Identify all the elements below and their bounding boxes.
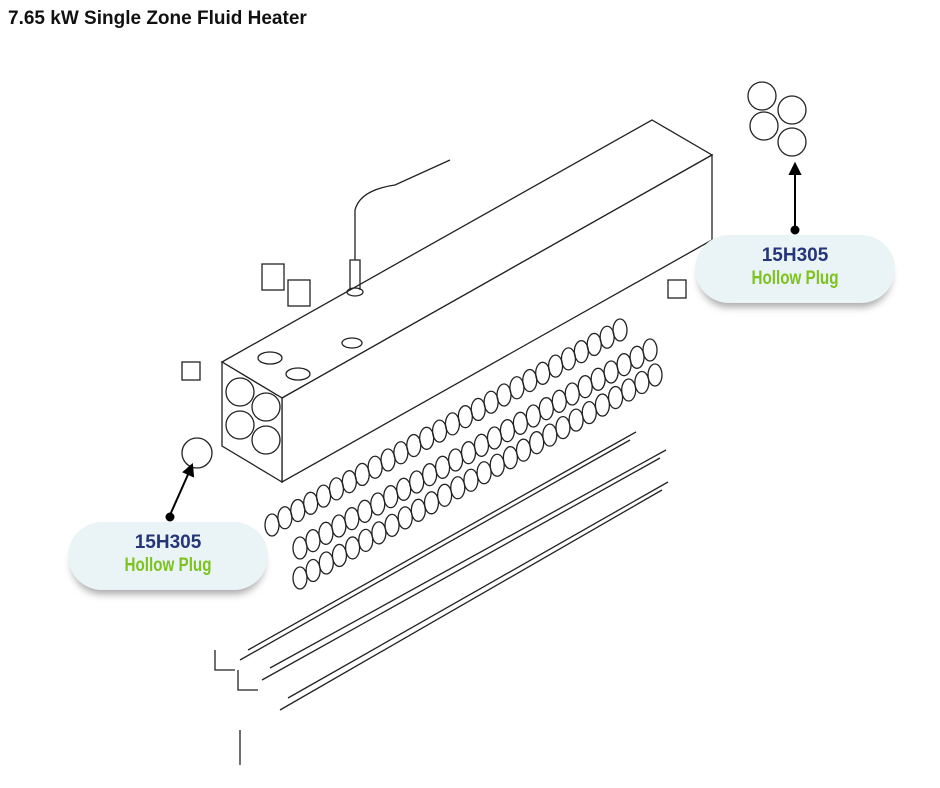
coil-loop	[473, 433, 490, 457]
coil-loop	[642, 338, 658, 362]
coil-loop	[590, 367, 606, 391]
coil-loop	[344, 507, 360, 531]
callout-hollow-plug-left: 15H305 Hollow Plug	[68, 522, 268, 590]
coil-loop	[384, 513, 400, 538]
coil-loop	[318, 551, 334, 575]
coil-loop	[331, 514, 347, 538]
coil-loop	[607, 385, 624, 410]
coil-loop	[421, 463, 438, 487]
coil-loop	[538, 397, 554, 421]
coil-loop	[431, 419, 448, 443]
coil-loop	[560, 347, 577, 371]
coils	[264, 318, 663, 590]
coil-loop	[547, 354, 564, 378]
coil-loop	[371, 521, 387, 545]
coil-loop	[634, 370, 650, 395]
fittings	[181, 81, 807, 469]
heating-elements	[214, 431, 669, 765]
coil-loop	[463, 468, 479, 492]
coil-loop	[370, 492, 386, 516]
coil-loop	[577, 375, 593, 399]
coil-loop	[457, 405, 473, 429]
coil-loop	[290, 498, 306, 523]
coil-loop	[434, 455, 451, 479]
coil-loop	[358, 528, 374, 553]
coil-loop	[476, 461, 492, 485]
callout-hollow-plug-right: 15H305 Hollow Plug	[695, 235, 895, 303]
coil-loop	[367, 455, 383, 479]
coil-loop	[397, 506, 413, 530]
coil-loop	[357, 499, 373, 523]
page-title: 7.65 kW Single Zone Fluid Heater	[8, 8, 307, 29]
coil-loop	[581, 400, 597, 425]
coil-loop	[551, 389, 567, 413]
coil-loop	[525, 404, 541, 428]
coil-loop	[535, 361, 551, 385]
coil-loop	[612, 318, 628, 342]
coil-loop	[318, 521, 334, 545]
coil-loop	[305, 529, 321, 553]
coil-loop	[328, 477, 345, 501]
coil-loop	[444, 412, 461, 436]
leader-lines	[165, 161, 802, 522]
coil-loop	[542, 423, 558, 447]
coil-loop	[436, 483, 453, 507]
coil-loop	[410, 498, 426, 522]
coil-loop	[331, 543, 348, 568]
coil-loop	[512, 411, 529, 435]
coil-loop	[380, 448, 396, 472]
coil-loop	[496, 383, 512, 407]
coil-loop	[499, 419, 516, 443]
hollow-plug-left	[181, 437, 213, 469]
coil-loop	[529, 431, 545, 455]
coil-loop	[568, 408, 584, 432]
coil-loop	[483, 390, 499, 414]
coil-loop	[303, 491, 319, 515]
coil-loop	[515, 438, 532, 462]
coil-loop	[599, 325, 615, 349]
coil-loop	[489, 453, 505, 477]
coil-loop	[486, 426, 503, 450]
part-number: 15H305	[761, 245, 829, 266]
coil-loop	[419, 426, 435, 450]
coil-loop	[393, 441, 409, 465]
coil-loop	[447, 448, 464, 472]
coil-loop	[450, 476, 466, 500]
coil-loop	[629, 345, 645, 369]
coil-loop	[555, 415, 571, 440]
coil-loop	[460, 441, 477, 465]
coil-loop	[616, 353, 632, 377]
coil-loop	[573, 340, 589, 364]
coil-loop	[621, 378, 637, 402]
coil-loop	[354, 462, 370, 487]
coil-loop	[315, 484, 332, 508]
coil-loop	[305, 558, 321, 583]
coil-loop	[509, 376, 525, 400]
part-description: Hollow Plug	[124, 555, 212, 576]
coil-loop	[502, 446, 519, 470]
coil-loop	[522, 368, 538, 393]
coil-loop	[292, 566, 308, 590]
coil-loop	[603, 360, 619, 384]
coil-loop	[396, 477, 412, 501]
coil-loop	[647, 363, 663, 387]
coil-loop	[470, 397, 486, 422]
coil-loop	[292, 536, 308, 560]
coil-loop	[277, 506, 293, 530]
coil-loop	[594, 393, 611, 417]
coil-loop	[423, 491, 440, 515]
part-number: 15H305	[134, 532, 202, 553]
coil-loop	[586, 332, 602, 357]
part-description: Hollow Plug	[751, 268, 839, 289]
coil-loop	[409, 470, 425, 494]
coil-loop	[344, 536, 361, 560]
coil-loop	[383, 485, 399, 509]
coil-loop	[406, 433, 422, 458]
coil-loop	[564, 382, 580, 406]
coil-loop	[341, 470, 357, 494]
